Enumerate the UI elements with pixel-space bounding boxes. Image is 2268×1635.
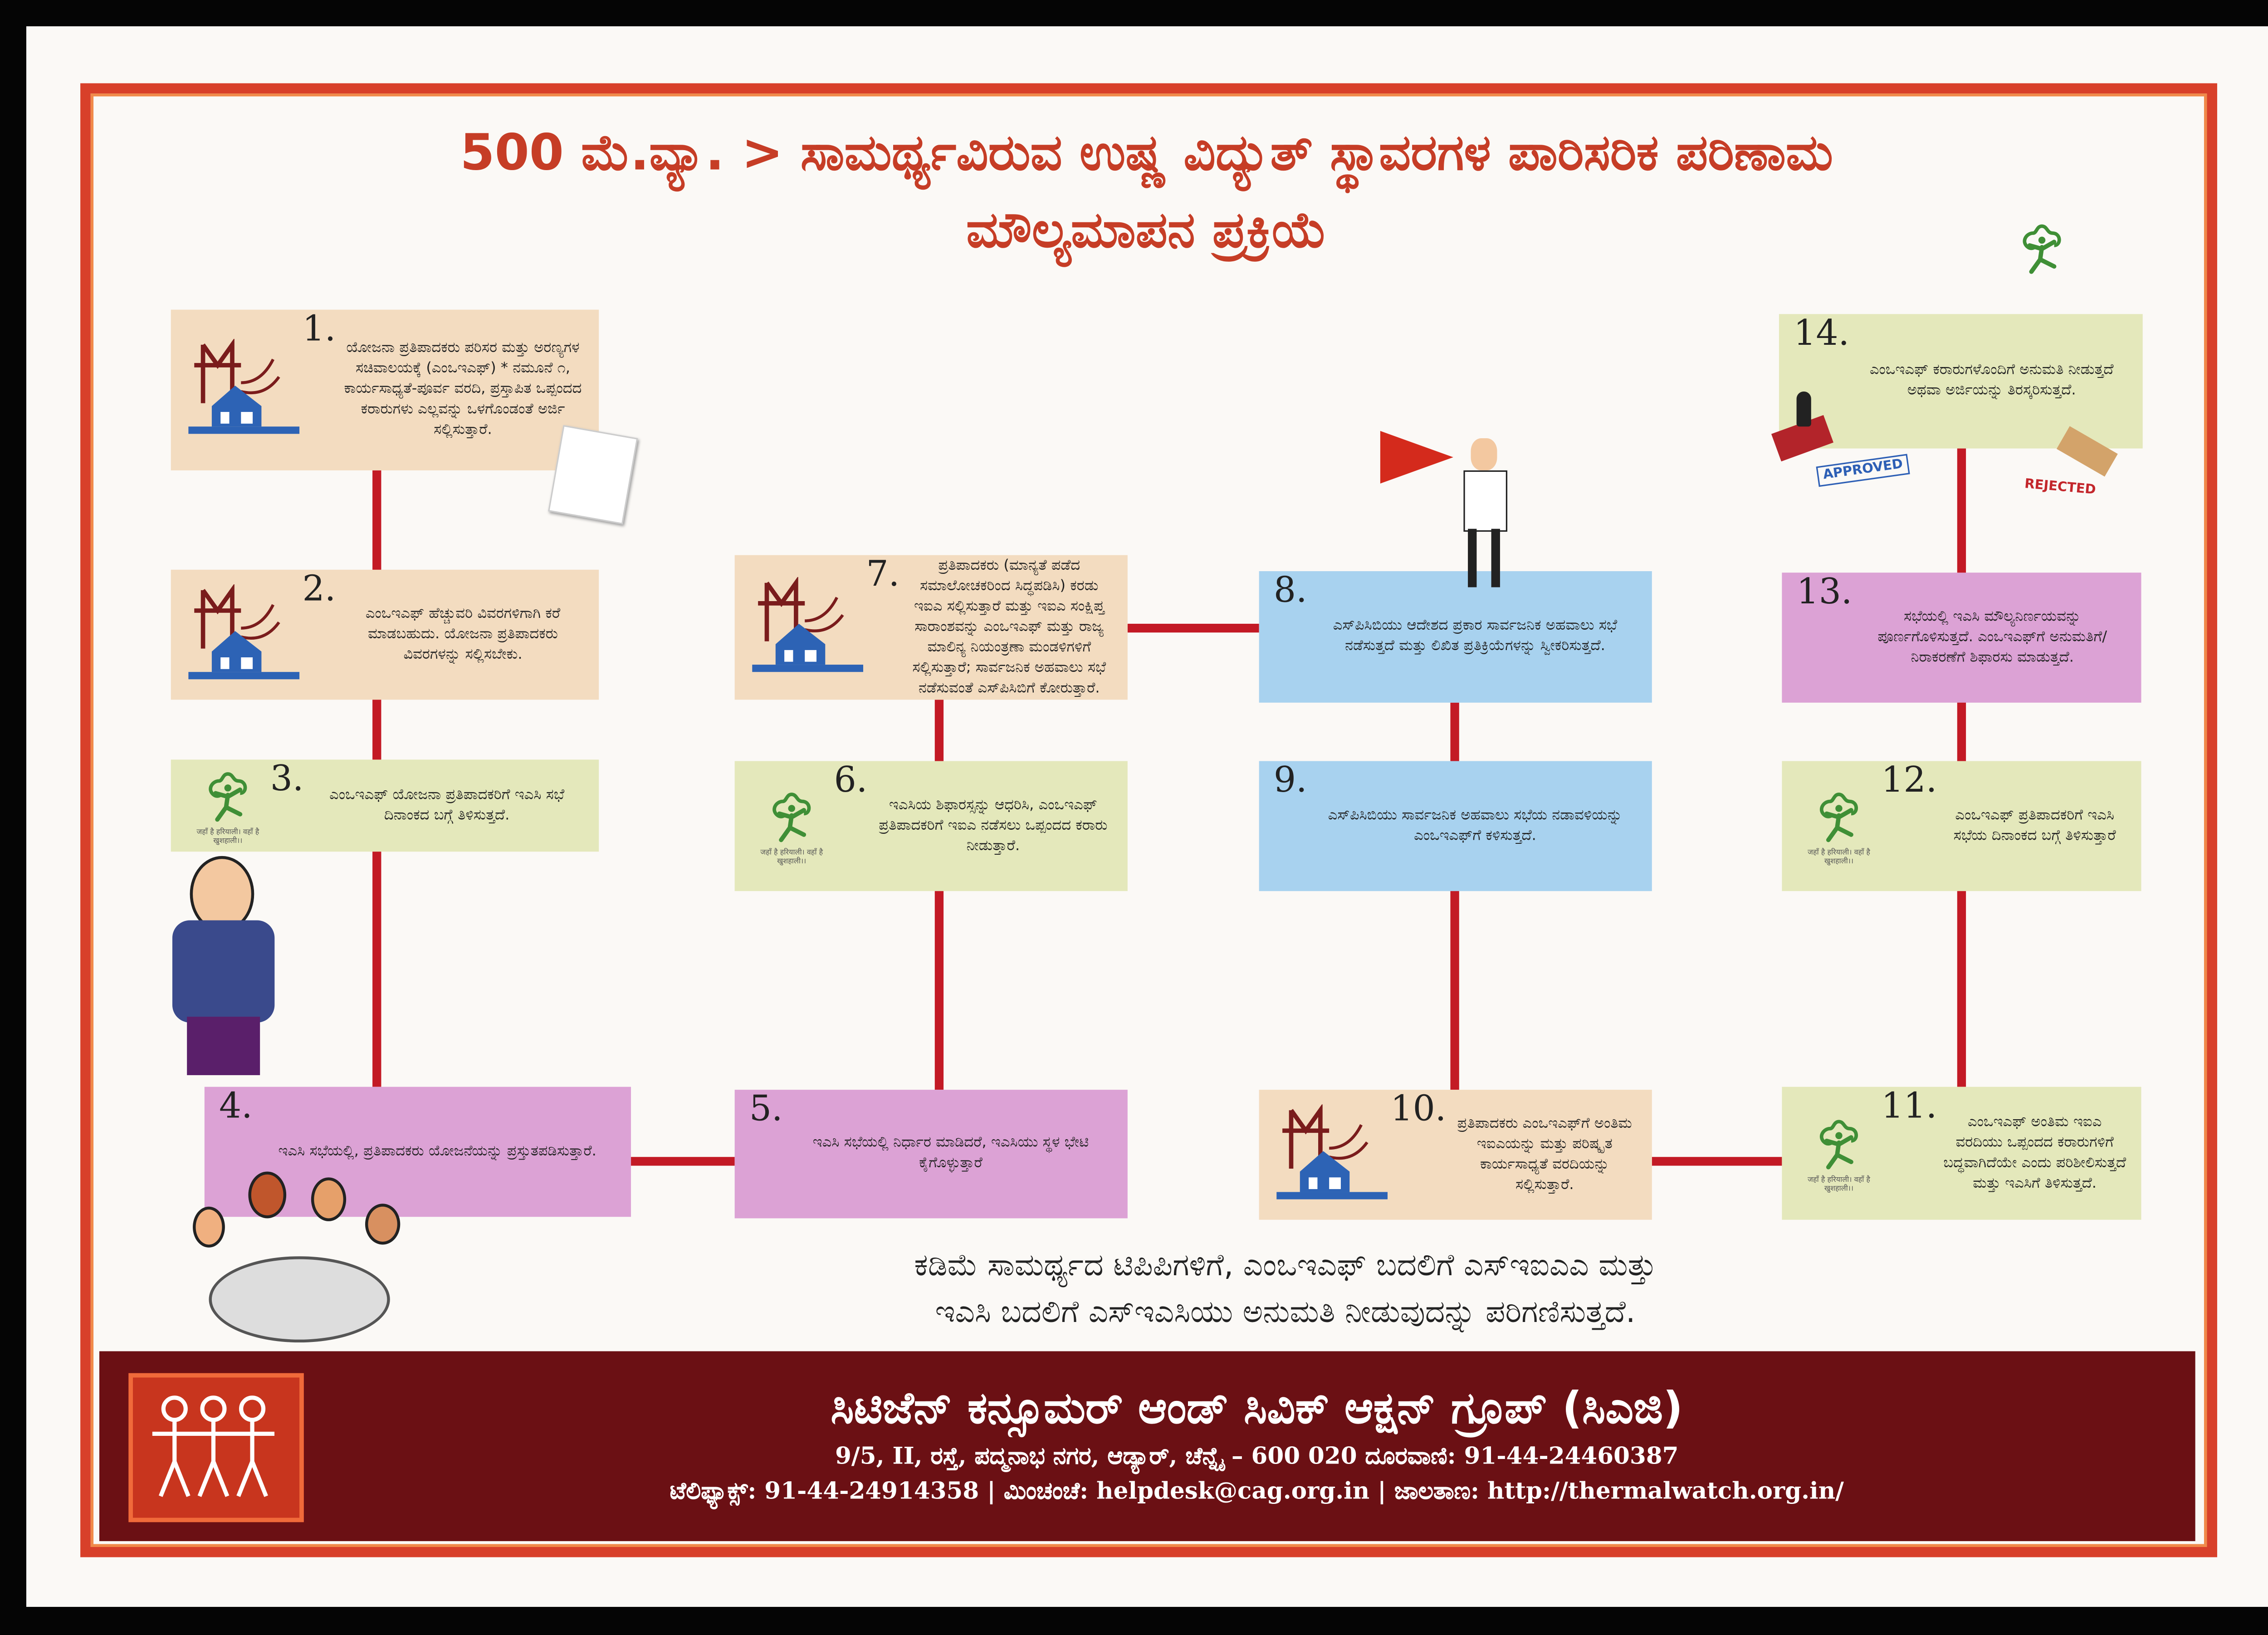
- step-number: 10.: [1390, 1088, 1447, 1130]
- step-number: 2.: [302, 568, 336, 609]
- step-number: 5.: [749, 1088, 783, 1130]
- step-text: ಎಸ್‌ಪಿಸಿಬಿಯು ಆದೇಶದ ಪ್ರಕಾರ ಸಾರ್ವಜನಿಕ ಅಹವಾ…: [1333, 618, 1618, 655]
- footer: ಸಿಟಿಜೆನ್ ಕನ್ಸೂಮರ್ ಆಂಡ್ ಸಿವಿಕ್ ಆಕ್ಷನ್ ಗ್ರ…: [99, 1351, 2195, 1542]
- step-box-13: 13. ಸಭೆಯಲ್ಲಿ ಇಎಸಿ ಮೌಲ್ಯನಿರ್ಣಯವನ್ನು ಪೂರ್ಣಗ…: [1782, 573, 2141, 703]
- power-tower-house-icon: [749, 575, 866, 678]
- step-text: ಎಂಒಇಎಫ್ ಹೆಚ್ಚುವರಿ ವಿವರಗಳಿಗಾಗಿ ಕರೆ ಮಾಡಬಹು…: [365, 605, 561, 663]
- step-box-8: 8. ಎಸ್‌ಪಿಸಿಬಿಯು ಆದೇಶದ ಪ್ರಕಾರ ಸಾರ್ವಜನಿಕ ಅಹ…: [1259, 571, 1652, 703]
- step-text: ಎಂಒಇಎಫ್ ಅಂತಿಮ ಇಐಎ ವರದಿಯು ಒಪ್ಪಂದದ ಕರಾರುಗಳ…: [1943, 1114, 2126, 1191]
- tree-logo-slogan: जहाँ है हरियाली। वहाँ है खुशहाली।।: [196, 827, 259, 845]
- step-box-7: 7. ಪ್ರತಿಪಾದಕರು (ಮಾನ್ಯತೆ ಪಡೆದ ಸಮಾಲೋಚಕರಿಂದ …: [734, 553, 1128, 700]
- connector-10-11: [1652, 1157, 1782, 1166]
- power-tower-house-icon: [186, 338, 303, 441]
- step-text: ಎಂಒಇಎಫ್ ಕರಾರುಗಳೊಂದಿಗೆ ಅನುಮತಿ ನೀಡುತ್ತದೆ ಅ…: [1869, 362, 2114, 399]
- tree-logo-slogan: जहाँ है हरियाली। वहाँ है खुशहाली।।: [760, 848, 823, 866]
- footnote: ಕಡಿಮೆ ಸಾಮರ್ಥ್ಯದ ಟಿಪಿಪಿಗಳಿಗೆ, ಎಂಒಇಎಫ್ ಬದಲ…: [584, 1242, 1986, 1335]
- connector-4-5: [631, 1157, 735, 1166]
- stamp-handle: [1796, 391, 1811, 427]
- cartoon-megaphone-man: [1380, 424, 1541, 599]
- step-text: ಇಎಸಿ ಸಭೆಯಲ್ಲಿ, ಪ್ರತಿಪಾದಕರು ಯೋಜನೆಯನ್ನು ಪ್…: [278, 1143, 596, 1160]
- cartoon-meeting-group: [187, 1169, 406, 1343]
- step-number: 14.: [1794, 313, 1850, 354]
- step-text: ಎಂಒಇಎಫ್ ಪ್ರತಿಪಾದಕರಿಗೆ ಇಎಸಿ ಸಭೆಯ ದಿನಾಂಕದ …: [1953, 807, 2116, 844]
- step-text: ಇಎಸಿಯ ಶಿಫಾರಸ್ಸನ್ನು ಆಧರಿಸಿ, ಎಂಒಇಎಫ್ ಪ್ರತಿ…: [879, 797, 1108, 854]
- footnote-line-2: ಇಎಸಿ ಬದಲಿಗೆ ಎಸ್‌ಇಎಸಿಯು ಅನುಮತಿ ನೀಡುವುದನ್ನ…: [935, 1294, 1636, 1330]
- cag-logo-icon: [128, 1373, 304, 1522]
- step-text: ಯೋಜನಾ ಪ್ರತಿಪಾದಕರು ಪರಿಸರ ಮತ್ತು ಅರಣ್ಯಗಳ ಸಚ…: [344, 340, 582, 438]
- step-text: ಪ್ರತಿಪಾದಕರು ಎಂಒಇಎಫ್‌ಗೆ ಅಂತಿಮ ಇಐಎಯನ್ನು ಮತ…: [1457, 1115, 1633, 1193]
- cartoon-man-thinking: [158, 856, 311, 1081]
- step-box-11: जहाँ है हरियाली। वहाँ है खुशहाली।। 11.ಎಂಒ…: [1782, 1087, 2141, 1220]
- tree-logo-icon: जहाँ है हरियाली। वहाँ है खुशहाली।।: [749, 787, 834, 866]
- step-number: 4.: [219, 1085, 253, 1126]
- title-line-2: ಮೌಲ್ಯಮಾಪನ ಪ್ರಕ್ರಿಯೆ: [966, 201, 1327, 260]
- step-box-1: 1.ಯೋಜನಾ ಪ್ರತಿಪಾದಕರು ಪರಿಸರ ಮತ್ತು ಅರಣ್ಯಗಳ …: [171, 308, 599, 470]
- org-name: ಸಿಟಿಜೆನ್ ಕನ್ಸೂಮರ್ ಆಂಡ್ ಸಿವಿಕ್ ಆಕ್ಷನ್ ಗ್ರ…: [831, 1383, 1683, 1435]
- connector-7-5: [934, 700, 944, 1090]
- step-box-2: 2. ಎಂಒಇಎಫ್ ಹೆಚ್ಚುವರಿ ವಿವರಗಳಿಗಾಗಿ ಕರೆ ಮಾಡಬ…: [171, 568, 599, 700]
- org-address: 9/5, II, ರಸ್ತೆ, ಪದ್ಮನಾಭ ನಗರ, ಆಡ್ಯಾರ್, ಚೆ…: [835, 1442, 1679, 1470]
- step-number: 6.: [834, 759, 868, 801]
- title-line-1: 500 ಮೆ.ವ್ಯಾ. > ಸಾಮರ್ಥ್ಯವಿರುವ ಉಷ್ಣ ವಿದ್ಯು…: [460, 124, 1833, 183]
- step-text: ಇಎಸಿ ಸಭೆಯಲ್ಲಿ ನಿರ್ಧಾರ ಮಾಡಿದರೆ, ಇಎಸಿಯು ಸ್…: [812, 1135, 1089, 1172]
- org-contact: ಟೆಲಿಫ್ಯಾಕ್ಸ್: 91-44-24914358 | ಮಿಂಚಂಚೆ: …: [670, 1477, 1844, 1505]
- step-number: 9.: [1273, 759, 1307, 801]
- application-form-icon: [548, 425, 638, 525]
- step-box-10: 10.ಪ್ರತಿಪಾದಕರು ಎಂಒಇಎಫ್‌ಗೆ ಅಂತಿಮ ಇಐಎಯನ್ನು…: [1259, 1090, 1652, 1220]
- step-number: 12.: [1881, 759, 1937, 801]
- step-number: 11.: [1881, 1085, 1937, 1126]
- step-text: ಎಂಒಇಎಫ್ ಯೋಜನಾ ಪ್ರತಿಪಾದಕರಿಗೆ ಇಎಸಿ ಸಭೆ ದಿನ…: [329, 786, 565, 823]
- power-tower-house-icon: [186, 583, 303, 685]
- step-number: 7.: [866, 553, 900, 595]
- step-text: ಎಸ್‌ಪಿಸಿಬಿಯು ಸಾರ್ವಜನಿಕ ಅಹವಾಲು ಸಭೆಯ ನಡಾವಳ…: [1328, 807, 1623, 844]
- tree-logo-slogan: जहाँ है हरियाली। वहाँ है खुशहाली।।: [1808, 1175, 1870, 1193]
- tree-logo-slogan: जहाँ है हरियाली। वहाँ है खुशहाली।।: [1808, 848, 1870, 866]
- step-text: ಪ್ರತಿಪಾದಕರು (ಮಾನ್ಯತೆ ಪಡೆದ ಸಮಾಲೋಚಕರಿಂದ ಸಿ…: [912, 557, 1106, 696]
- step-text: ಸಭೆಯಲ್ಲಿ ಇಎಸಿ ಮೌಲ್ಯನಿರ್ಣಯವನ್ನು ಪೂರ್ಣಗೊಳಿ…: [1877, 608, 2107, 666]
- tree-logo-icon: जहाँ है हरियाली। वहाँ है खुशहाली।।: [1797, 1114, 1882, 1193]
- step-box-9: 9. ಎಸ್‌ಪಿಸಿಬಿಯು ಸಾರ್ವಜನಿಕ ಅಹವಾಲು ಸಭೆಯ ನಡಾ…: [1259, 761, 1652, 891]
- power-tower-house-icon: [1274, 1102, 1391, 1206]
- step-number: 1.: [302, 308, 336, 349]
- connector-7-8: [1127, 623, 1259, 633]
- step-box-14: 14. ಎಂಒಇಎಫ್ ಕರಾರುಗಳೊಂದಿಗೆ ಅನುಮತಿ ನೀಡುತ್ತದ…: [1779, 313, 2143, 449]
- step-box-6: जहाँ है हरियाली। वहाँ है खुशहाली।। 6. ಇಎಸಿ…: [734, 759, 1128, 891]
- step-box-5: 5. ಇಎಸಿ ಸಭೆಯಲ್ಲಿ ನಿರ್ಧಾರ ಮಾಡಿದರೆ, ಇಎಸಿಯು …: [734, 1088, 1128, 1219]
- step-number: 3.: [270, 758, 304, 799]
- tree-logo-icon: जहाँ है हरियाली। वहाँ है खुशहाली।।: [186, 766, 270, 845]
- poster-frame: [80, 83, 2217, 1557]
- tree-logo-icon: [2016, 219, 2068, 286]
- tree-logo-icon: जहाँ है हरियाली। वहाँ है खुशहाली।।: [1797, 787, 1882, 866]
- step-box-12: जहाँ है हरियाली। वहाँ है खुशहाली।। 12. ಎಂಒ…: [1782, 761, 2141, 891]
- footnote-line-1: ಕಡಿಮೆ ಸಾಮರ್ಥ್ಯದ ಟಿಪಿಪಿಗಳಿಗೆ, ಎಂಒಇಎಫ್ ಬದಲ…: [914, 1247, 1657, 1283]
- step-box-3: जहाँ है हरियाली। वहाँ है खुशहाली।। 3. ಎಂಒಇ…: [171, 759, 599, 852]
- step-number: 8.: [1273, 569, 1307, 611]
- step-number: 13.: [1796, 571, 1853, 612]
